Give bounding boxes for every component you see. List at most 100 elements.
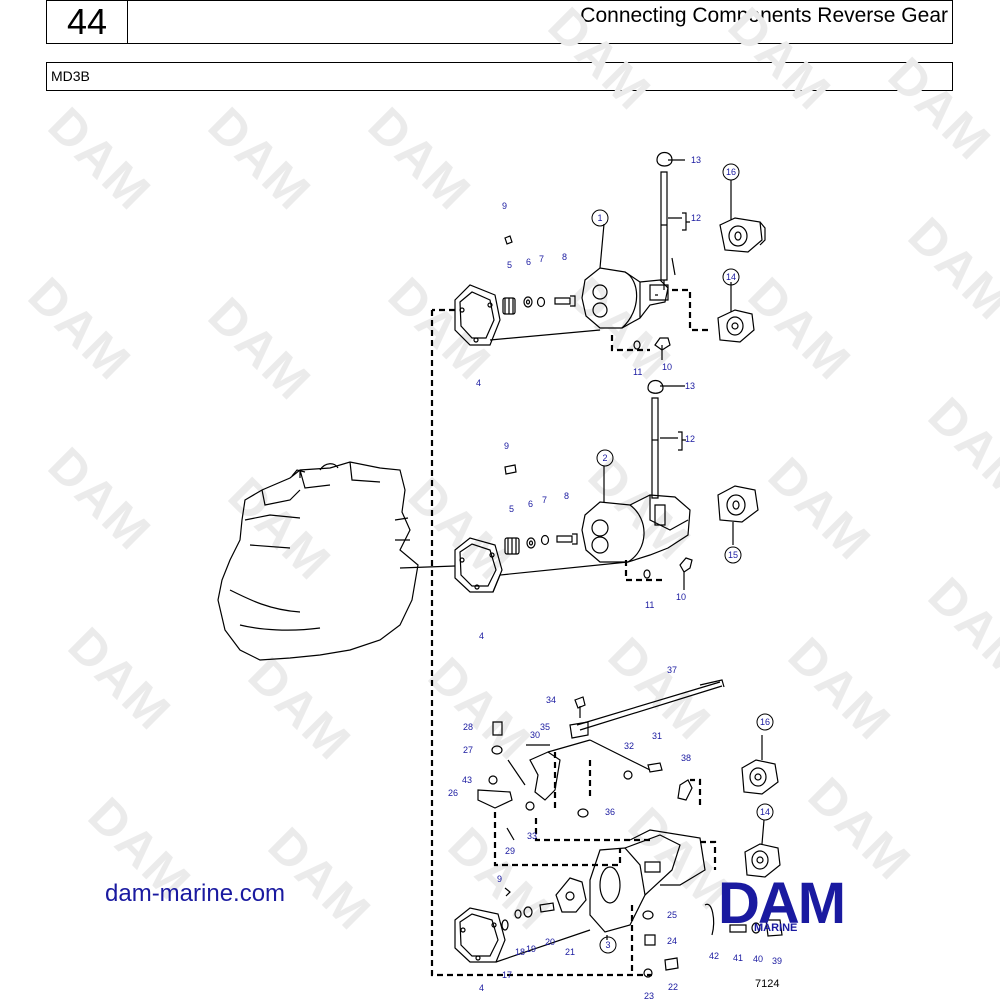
label-31: 31 <box>652 731 662 741</box>
cable-37 <box>576 681 723 731</box>
nipple-41 <box>729 924 747 933</box>
label-12b: 12 <box>685 434 695 444</box>
assembly-1 <box>454 151 766 360</box>
washer-6 <box>523 296 533 308</box>
label-13b: 13 <box>685 381 695 391</box>
label-30: 30 <box>530 730 540 740</box>
gasket-4c <box>454 907 506 963</box>
label-11b: 11 <box>645 600 654 610</box>
label-24: 24 <box>667 936 677 946</box>
assembly-2 <box>399 379 759 593</box>
bolt-31 <box>647 762 663 773</box>
page-header: 44 Connecting Components Reverse Gear <box>46 0 953 44</box>
label-7b: 7 <box>542 495 547 505</box>
housing-2 <box>581 494 691 563</box>
logo-sub-text: MARINE <box>754 922 798 934</box>
label-20: 20 <box>545 937 555 947</box>
lever-30 <box>529 751 561 801</box>
label-13: 13 <box>691 155 701 165</box>
label-12: 12 <box>691 213 701 223</box>
label-33: 33 <box>527 831 537 841</box>
screw-8 <box>554 295 576 307</box>
washer-19 <box>523 906 533 918</box>
callout-2-label: 2 <box>602 453 607 463</box>
page-title: Connecting Components Reverse Gear <box>580 4 948 27</box>
label-9c: 9 <box>497 874 502 884</box>
washer-11 <box>633 340 641 350</box>
washer-33 <box>525 801 535 811</box>
pin-29 <box>506 827 515 841</box>
part-labels: 13 12 9 5 6 7 8 4 11 10 13 12 9 5 6 7 8 … <box>448 155 782 1000</box>
logo-main-text: DAM <box>718 871 846 936</box>
label-37: 37 <box>667 665 677 675</box>
label-36: 36 <box>605 807 615 817</box>
plug-24 <box>644 934 656 946</box>
callout-14a-label: 14 <box>726 272 736 282</box>
part-17 <box>501 919 509 931</box>
label-27: 27 <box>463 745 473 755</box>
label-18: 18 <box>515 947 525 957</box>
label-7: 7 <box>539 254 544 264</box>
label-10: 10 <box>662 362 672 372</box>
figure-number: 7124 <box>755 978 780 990</box>
flange-16 <box>719 217 763 253</box>
callout-14b-label: 14 <box>760 807 770 817</box>
callout-14a <box>722 268 740 286</box>
nut-43 <box>488 775 498 785</box>
label-40: 40 <box>753 954 763 964</box>
callout-16a-label: 16 <box>726 167 736 177</box>
page-number: 44 <box>47 1 128 43</box>
washer-7 <box>536 296 546 308</box>
callout-16b <box>756 713 774 731</box>
flange-14b <box>744 843 781 878</box>
bolt-28 <box>492 721 503 736</box>
bolt-34 <box>574 696 586 718</box>
shift-rod-12 <box>660 171 668 281</box>
hose-42 <box>704 903 715 936</box>
label-38: 38 <box>681 753 691 763</box>
label-28: 28 <box>463 722 473 732</box>
clamp-35 <box>569 721 589 739</box>
housing-1 <box>581 267 669 329</box>
flange-16b <box>741 759 779 795</box>
knob-13b <box>647 379 664 394</box>
label-6b: 6 <box>528 499 533 509</box>
callout-3-label: 3 <box>605 940 610 950</box>
engine-outline <box>217 461 419 661</box>
callout-15 <box>724 546 742 564</box>
bolt-10 <box>654 337 671 360</box>
gasket-4 <box>454 284 501 346</box>
label-4c: 4 <box>479 983 484 993</box>
label-39: 39 <box>772 956 782 966</box>
label-8: 8 <box>562 252 567 262</box>
washer-27 <box>491 745 503 755</box>
label-23: 23 <box>644 991 654 1000</box>
knob-13 <box>656 151 673 167</box>
shift-rod-12b <box>651 397 659 499</box>
label-26: 26 <box>448 788 458 798</box>
nut-32 <box>623 770 633 780</box>
label-34: 34 <box>546 695 556 705</box>
callout-16b-label: 16 <box>760 717 770 727</box>
callout-2 <box>596 449 614 467</box>
bracket-26 <box>477 789 513 809</box>
label-22: 22 <box>668 982 678 992</box>
screw-20 <box>539 902 555 913</box>
housing-3 <box>589 847 646 933</box>
callout-texts: 1 16 14 2 15 16 14 3 <box>597 167 770 950</box>
callout-1-label: 1 <box>597 213 602 223</box>
website-link[interactable]: dam-marine.com <box>105 880 286 907</box>
label-32: 32 <box>624 741 634 751</box>
label-10b: 10 <box>676 592 686 602</box>
elbow-38 <box>677 779 693 801</box>
washer-25 <box>642 910 654 920</box>
label-19: 19 <box>526 944 536 954</box>
coupling-21 <box>555 877 587 913</box>
flange-15 <box>717 485 759 523</box>
model-label: MD3B <box>46 62 953 91</box>
label-8b: 8 <box>564 491 569 501</box>
label-29: 29 <box>505 846 515 856</box>
washer-40 <box>751 922 761 934</box>
label-35: 35 <box>540 722 550 732</box>
